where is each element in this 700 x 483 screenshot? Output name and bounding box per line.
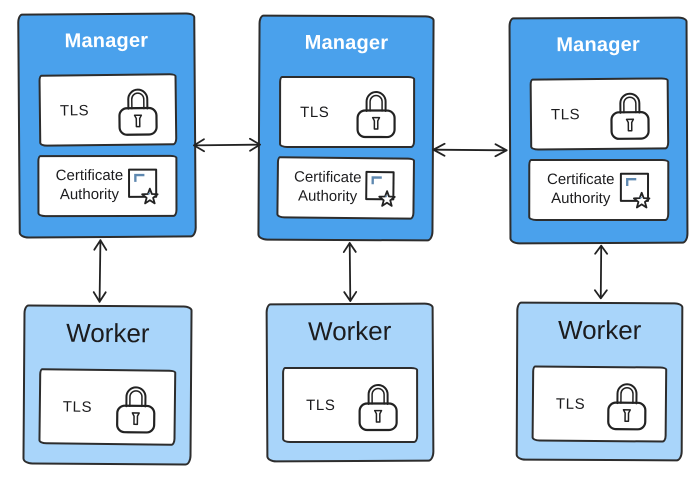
padlock-icon xyxy=(116,81,161,137)
tls-panel: TLS xyxy=(279,75,416,149)
tls-label: TLS xyxy=(300,103,330,121)
certificate-authority-panel: Certificate Authority xyxy=(528,158,670,222)
worker-node-3: Worker TLS xyxy=(515,301,684,462)
tls-label: TLS xyxy=(550,105,581,123)
certificate-star-icon xyxy=(125,164,163,208)
worker-title: Worker xyxy=(558,314,642,346)
manager-title: Manager xyxy=(304,31,389,55)
tls-label: TLS xyxy=(59,101,90,120)
tls-panel: TLS xyxy=(38,368,177,446)
padlock-icon xyxy=(608,86,652,142)
manager-node-2: Manager TLS Certificate Authority xyxy=(257,14,435,242)
certificate-authority-label: Certificate Authority xyxy=(546,171,615,208)
worker-node-1: Worker TLS xyxy=(22,304,193,466)
manager-node-3: Manager TLS Certificate Authority xyxy=(508,16,689,245)
tls-panel: TLS xyxy=(38,73,178,147)
certificate-star-icon xyxy=(362,166,400,210)
certificate-authority-panel: Certificate Authority xyxy=(37,154,178,218)
worker-node-2: Worker TLS xyxy=(265,302,435,463)
certificate-authority-panel: Certificate Authority xyxy=(276,156,416,220)
tls-label: TLS xyxy=(306,396,336,414)
tls-label: TLS xyxy=(62,397,93,416)
double-arrow-vertical-icon xyxy=(90,236,111,306)
double-arrow-horizontal-icon xyxy=(429,141,511,160)
tls-panel: TLS xyxy=(531,365,668,443)
tls-label: TLS xyxy=(555,395,586,413)
double-arrow-vertical-icon xyxy=(340,239,361,305)
worker-title: Worker xyxy=(307,315,392,347)
padlock-icon xyxy=(605,376,649,432)
certificate-authority-label: Certificate Authority xyxy=(293,168,362,206)
tls-panel: TLS xyxy=(282,366,419,444)
tls-panel: TLS xyxy=(529,77,670,151)
double-arrow-vertical-icon xyxy=(591,242,612,302)
manager-node-1: Manager TLS Certificate Authority xyxy=(17,12,197,239)
padlock-icon xyxy=(114,379,159,435)
padlock-icon xyxy=(354,84,398,140)
double-arrow-horizontal-icon xyxy=(190,136,264,155)
worker-title: Worker xyxy=(66,317,150,349)
manager-title: Manager xyxy=(556,33,641,57)
manager-title: Manager xyxy=(64,29,149,53)
padlock-icon xyxy=(356,377,400,433)
certificate-star-icon xyxy=(617,168,655,212)
certificate-authority-label: Certificate Authority xyxy=(55,167,124,204)
